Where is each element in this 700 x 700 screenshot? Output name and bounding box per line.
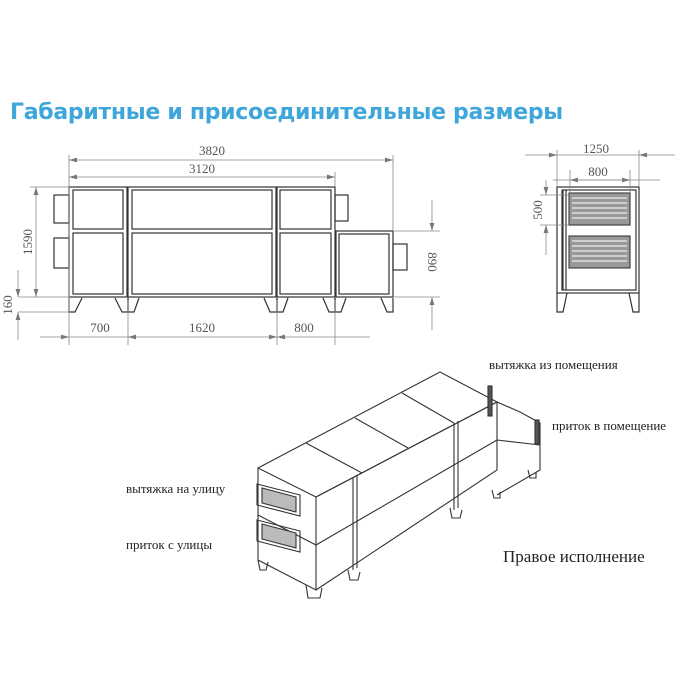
isometric-view	[256, 371, 541, 599]
louvres	[572, 197, 627, 262]
side-view-dimensions	[525, 150, 675, 255]
dim-opening-height: 500	[530, 200, 545, 220]
dim-extension-height: 890	[425, 252, 440, 272]
dim-leg-height: 160	[0, 295, 15, 315]
label-variant: Правое исполнение	[503, 547, 645, 566]
dim-main-length: 3120	[189, 161, 215, 176]
dim-section-2: 1620	[189, 320, 215, 335]
front-view	[53, 186, 408, 313]
dim-width-total: 1250	[583, 141, 609, 156]
dim-width-opening: 800	[588, 164, 608, 179]
label-supply-to-room: приток в помещение	[552, 418, 667, 433]
label-exhaust-from-room: вытяжка из помещения	[489, 357, 618, 372]
dim-height: 1590	[20, 229, 35, 255]
dim-section-1: 700	[90, 320, 110, 335]
dim-total-length: 3820	[199, 143, 225, 158]
dim-section-3: 800	[294, 320, 314, 335]
page-title: Габаритные и присоединительные размеры	[10, 100, 563, 125]
label-exhaust-to-street: вытяжка на улицу	[126, 481, 226, 496]
side-view	[556, 186, 640, 313]
front-view-dimensions	[15, 155, 440, 345]
label-supply-from-street: приток с улицы	[126, 537, 213, 552]
